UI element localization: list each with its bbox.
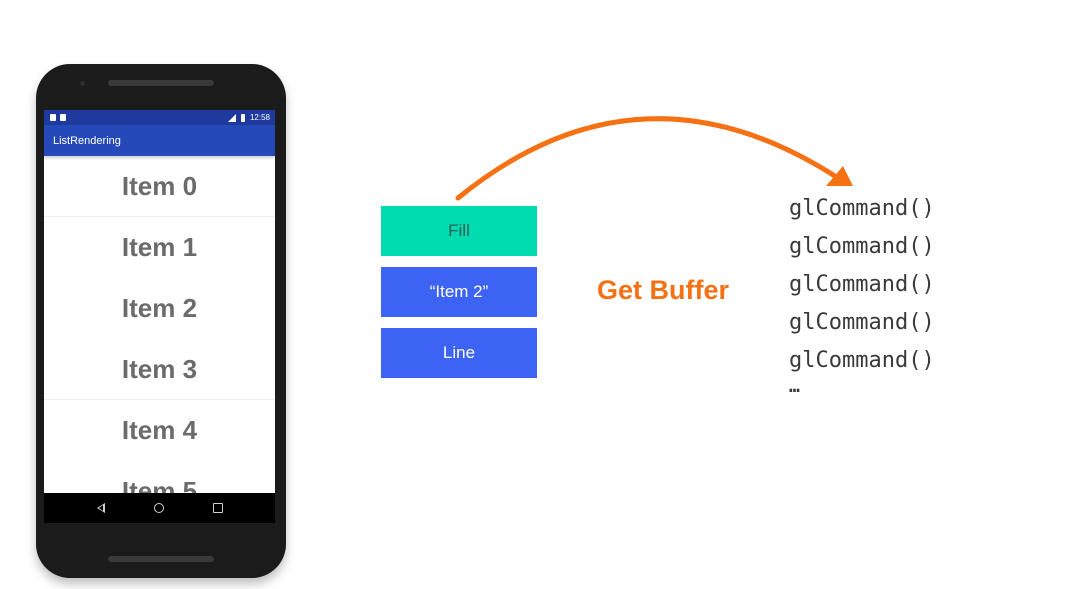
signal-icon <box>227 113 236 122</box>
app-title: ListRendering <box>53 134 121 147</box>
gl-command: glCommand() <box>789 234 935 259</box>
op-fill-box: Fill <box>381 206 537 256</box>
front-camera <box>80 81 85 86</box>
get-buffer-label: Get Buffer <box>597 275 730 305</box>
op-line-label: Line <box>442 343 476 362</box>
gl-ellipsis: … <box>789 376 800 397</box>
arrow-curve <box>455 116 841 201</box>
bottom-speaker <box>108 556 214 562</box>
status-time: 12:58 <box>249 113 270 122</box>
gl-command: glCommand() <box>789 348 935 373</box>
gl-command: glCommand() <box>789 196 935 221</box>
back-icon[interactable] <box>96 503 105 513</box>
list-item[interactable]: Item 5 <box>121 476 198 493</box>
list-item[interactable]: Item 4 <box>121 415 198 445</box>
phone-device: 12:58 ListRendering Item 0 Item 1 Item 2… <box>36 64 286 578</box>
phone-screen: 12:58 ListRendering Item 0 Item 1 Item 2… <box>44 110 275 523</box>
earpiece-speaker <box>108 80 214 86</box>
android-notification-icon <box>60 114 66 121</box>
status-bar: 12:58 <box>44 110 275 125</box>
list-item[interactable]: Item 0 <box>44 156 275 217</box>
sd-card-icon <box>50 114 56 121</box>
navigation-bar <box>44 493 275 523</box>
gl-command: glCommand() <box>789 310 935 335</box>
list-item[interactable]: Item 1 <box>121 232 198 262</box>
arrow-head <box>826 166 853 186</box>
app-bar: ListRendering <box>44 125 275 156</box>
op-text-label: “Item 2” <box>429 282 489 301</box>
op-line-box: Line <box>381 328 537 378</box>
gl-command-list: glCommand() glCommand() glCommand() glCo… <box>789 194 935 396</box>
home-icon[interactable] <box>153 503 164 513</box>
op-fill-label: Fill <box>448 221 470 240</box>
list-item[interactable]: Item 2 <box>121 293 198 323</box>
item-list[interactable]: Item 0 Item 1 Item 2 Item 3 Item 4 Item … <box>44 156 275 493</box>
op-text-box: “Item 2” <box>381 267 537 317</box>
gl-command: glCommand() <box>789 272 935 297</box>
recents-icon[interactable] <box>212 503 223 513</box>
list-item[interactable]: Item 3 <box>44 339 275 400</box>
battery-icon <box>240 113 245 122</box>
